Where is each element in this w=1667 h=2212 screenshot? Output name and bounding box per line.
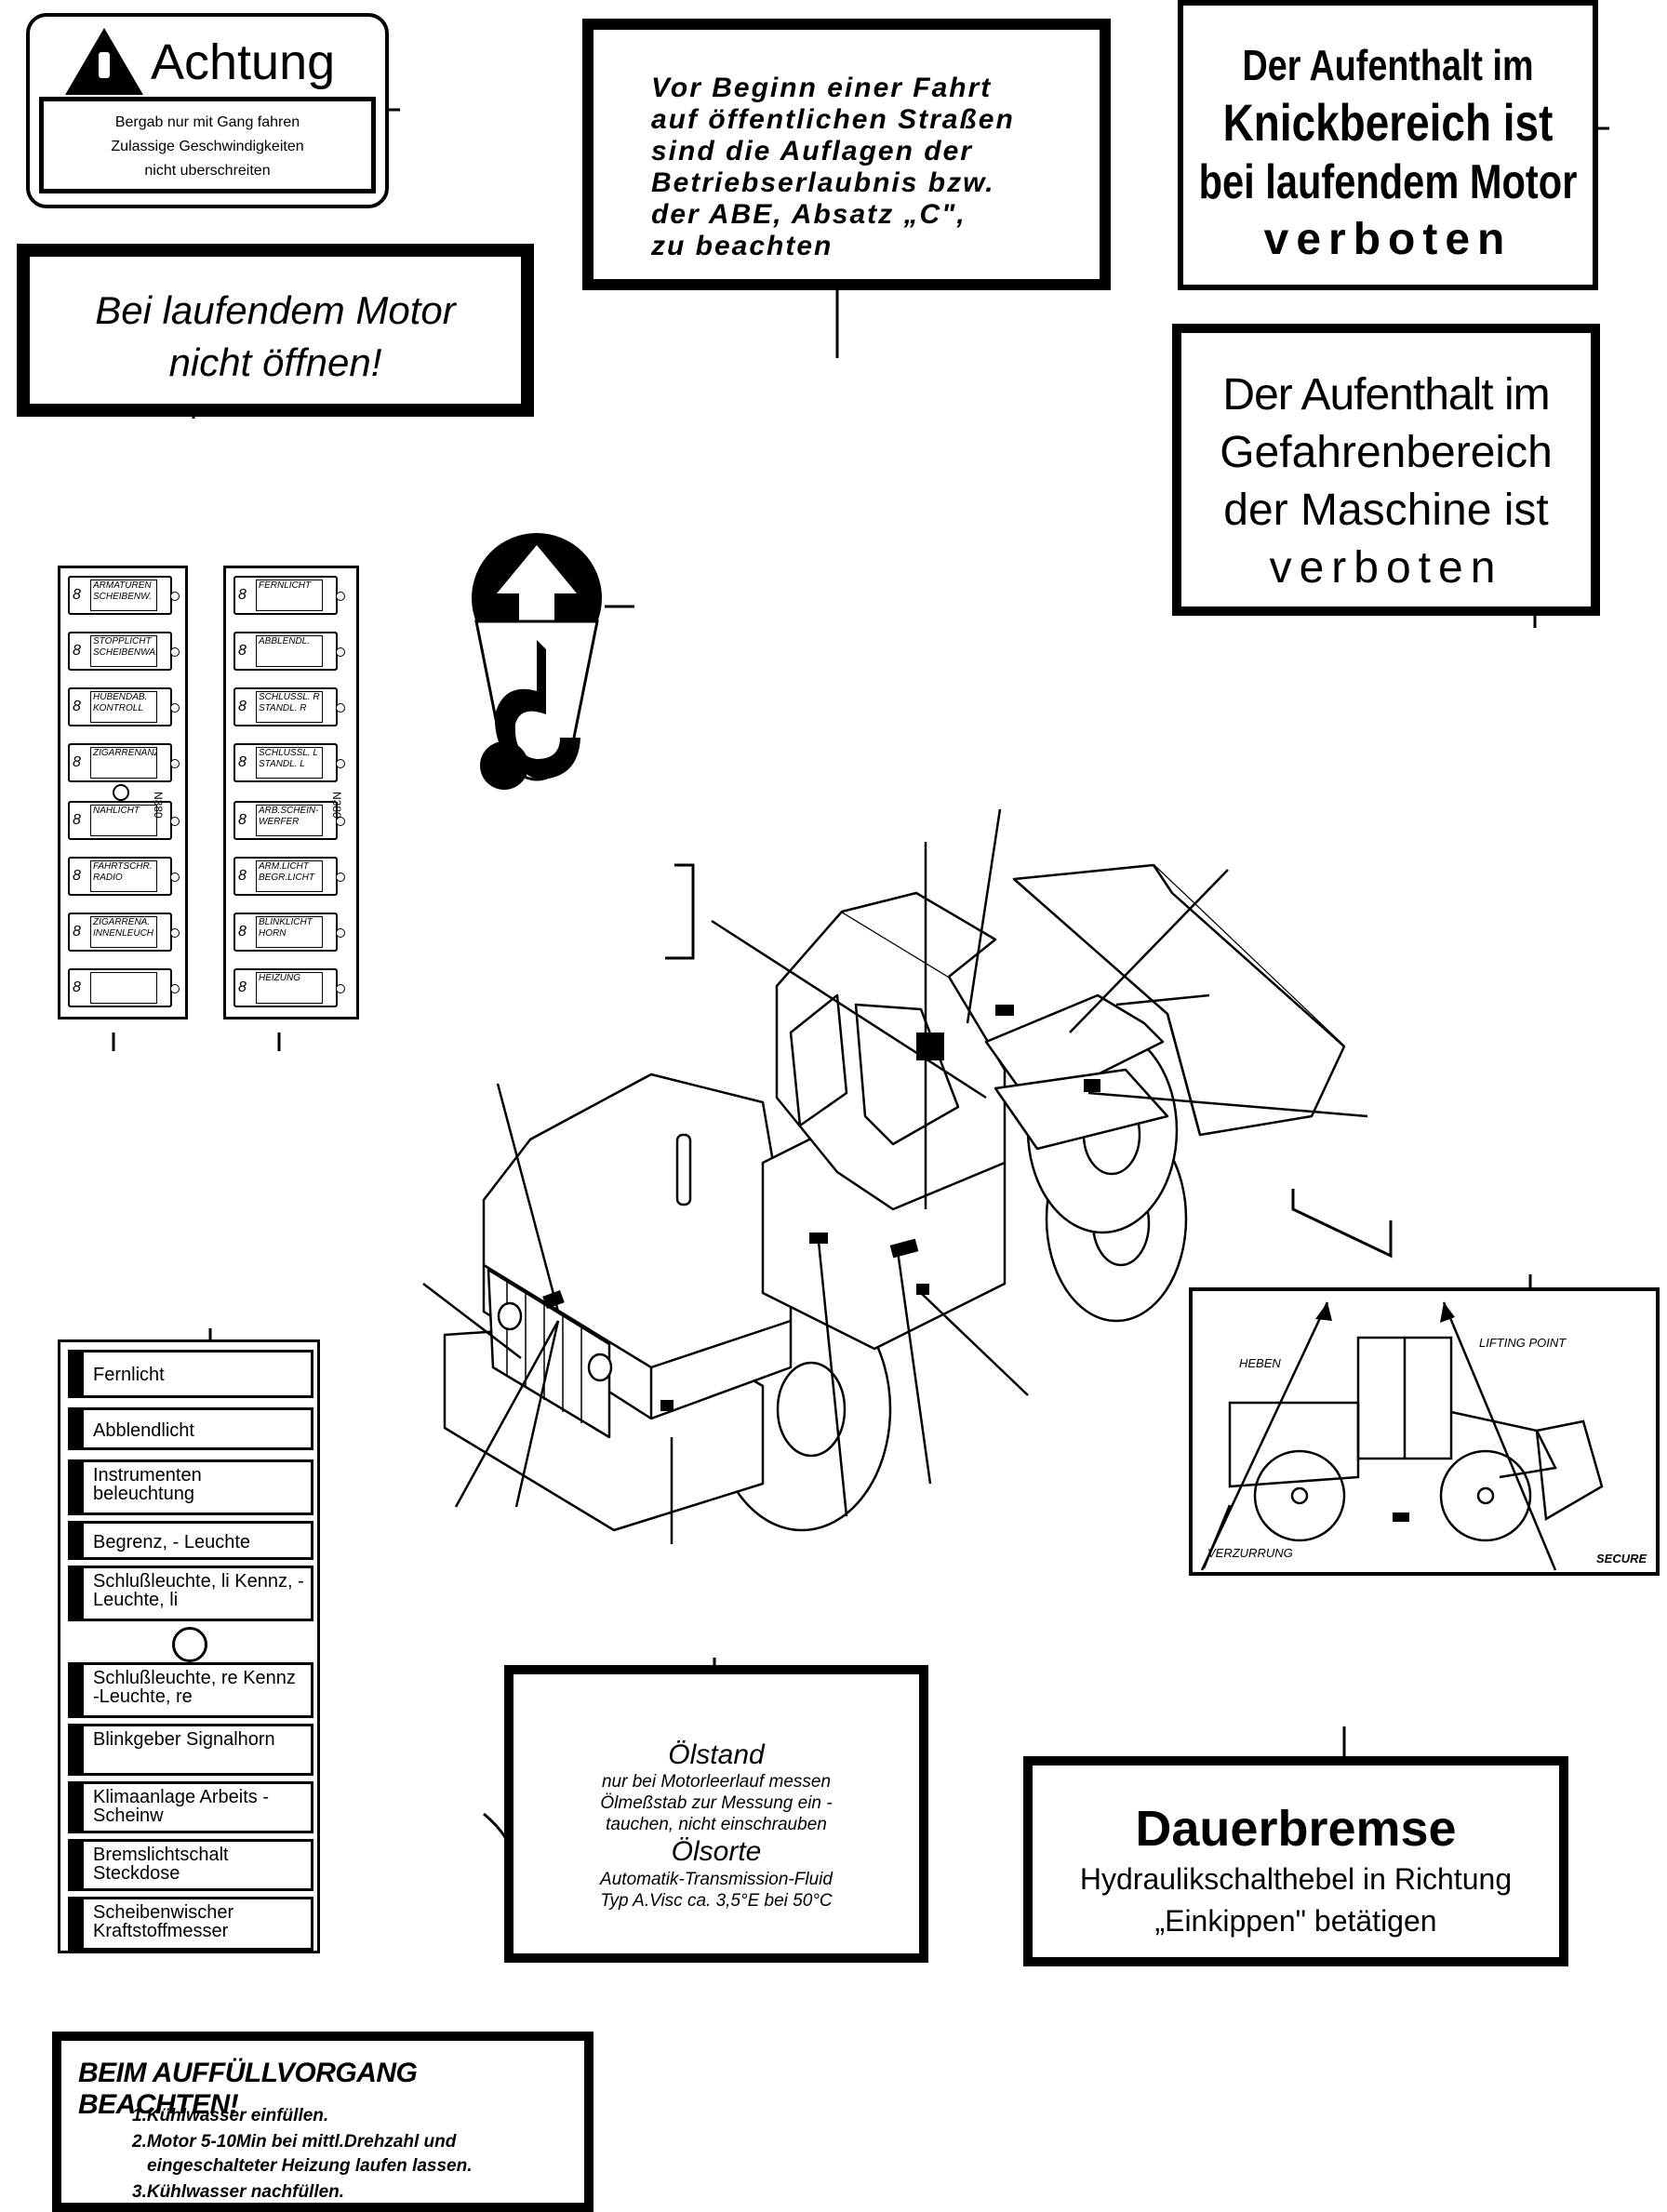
switch-label-7: Blinkgeber Signalhorn — [68, 1724, 313, 1776]
switch-label-1: Fernlicht — [68, 1350, 313, 1398]
lifting-point-diagram: HEBEN LIFTING POINT VERZURRUNG SECURE — [1189, 1287, 1660, 1576]
danger-zone-line-2: Gefahrenbereich — [1220, 428, 1553, 477]
achtung-line-3: nicht uberschreiten — [144, 163, 271, 179]
label-heben: HEBEN — [1239, 1356, 1281, 1370]
achtung-text-frame: Bergab nur mit Gang fahren Zulassige Ges… — [39, 97, 376, 193]
articulation-line-2: Knickbereich ist — [1222, 93, 1554, 152]
retarder-line-1: Hydraulikschalthebel in Richtung — [1079, 1862, 1513, 1896]
refill-step-2b: eingeschalteter Heizung laufen lassen. — [147, 2156, 473, 2176]
articulation-line-4: verboten — [1263, 215, 1513, 264]
oil-level-line-3: tauchen, nicht einschrauben — [606, 1815, 827, 1834]
motor-open-line-2: nicht öffnen! — [168, 340, 382, 384]
retarder-line-2: „Einkippen" betätigen — [1154, 1904, 1437, 1938]
refill-step-1: 1.Kühlwasser einfüllen. — [132, 2106, 329, 2125]
refill-step-3: 3.Kühlwasser nachfüllen. — [132, 2182, 345, 2202]
public-road-sign: Vor Beginn einer Fahrt auf öffentlichen … — [582, 19, 1111, 290]
public-road-line-3: sind die Auflagen der — [651, 136, 973, 167]
oil-level-line-1: nur bei Motorleerlauf messen — [601, 1772, 832, 1792]
switch-label-9: Bremslichtschalt Steckdose — [68, 1839, 313, 1891]
achtung-line-1: Bergab nur mit Gang fahren — [114, 114, 300, 130]
refill-procedure-sign: BEIM AUFFÜLLVORGANG BEACHTEN! 1.Kühlwass… — [52, 2032, 593, 2212]
retarder-sign: Dauerbremse Hydraulikschalthebel in Rich… — [1023, 1756, 1568, 1966]
switch-label-panel: Fernlicht Abblendlicht Instrumenten bele… — [58, 1339, 320, 1953]
lifting-hook-icon — [472, 533, 602, 790]
motor-open-sign: Bei laufendem Motor nicht öffnen! — [17, 244, 534, 417]
retarder-title: Dauerbremse — [1135, 1801, 1457, 1857]
refill-title: BEIM AUFFÜLLVORGANG BEACHTEN! — [78, 2058, 418, 2120]
label-secure: SECURE — [1596, 1552, 1647, 1566]
danger-zone-sign: Der Aufenthalt im Gefahrenbereich der Ma… — [1172, 324, 1600, 616]
motor-open-line-1: Bei laufendem Motor — [95, 288, 456, 332]
refill-step-2: 2.Motor 5-10Min bei mittl.Drehzahl und — [132, 2132, 457, 2152]
label-lifting-point: LIFTING POINT — [1479, 1336, 1567, 1350]
oil-level-sign: Ölstand nur bei Motorleerlauf messen Ölm… — [504, 1665, 928, 1963]
lift-hook-sign — [467, 528, 607, 798]
danger-zone-line-3: der Maschine ist — [1223, 486, 1549, 535]
danger-zone-line-1: Der Aufenthalt im — [1222, 370, 1550, 420]
public-road-line-2: auf öffentlichen Straßen — [651, 104, 1015, 135]
oil-type-line-2: Typ A.Visc ca. 3,5°E bei 50°C — [600, 1891, 833, 1911]
switch-label-4: Begrenz, - Leuchte — [68, 1521, 313, 1560]
articulation-zone-sign: Der Aufenthalt im Knickbereich ist bei l… — [1178, 0, 1598, 290]
fuse-left-hole — [113, 784, 129, 801]
oil-type-title: Ölsorte — [671, 1836, 762, 1867]
switch-label-8: Klimaanlage Arbeits - Scheinw — [68, 1781, 313, 1833]
articulation-line-3: bei laufendem Motor — [1198, 155, 1578, 209]
oil-type-line-1: Automatik-Transmission-Fluid — [600, 1870, 833, 1889]
label-verzurrung: VERZURRUNG — [1207, 1546, 1293, 1560]
switch-label-5: Schlußleuchte, li Kennz, - Leuchte, li — [68, 1566, 313, 1621]
switch-label-3: Instrumenten beleuchtung — [68, 1459, 313, 1515]
public-road-line-6: zu beachten — [651, 231, 834, 261]
switch-label-6: Schlußleuchte, re Kennz -Leuchte, re — [68, 1662, 313, 1718]
switch-label-10: Scheibenwischer Kraftstoffmesser — [68, 1897, 313, 1951]
achtung-sign: Achtung Bergab nur mit Gang fahren Zulas… — [26, 13, 389, 208]
achtung-line-2: Zulassige Geschwindigkeiten — [111, 139, 304, 154]
switch-panel-hole — [172, 1627, 207, 1662]
exclamation-icon — [99, 52, 110, 78]
oil-level-title: Ölstand — [668, 1739, 765, 1770]
lifting-loader-icon — [1200, 1301, 1604, 1571]
public-road-line-5: der ABE, Absatz „C", — [651, 199, 967, 230]
switch-label-2: Abblendlicht — [68, 1407, 313, 1450]
public-road-line-4: Betriebserlaubnis bzw. — [651, 167, 995, 198]
fuse-left-8: 8 — [68, 968, 180, 1007]
danger-zone-line-4: verboten — [1269, 543, 1503, 593]
public-road-line-1: Vor Beginn einer Fahrt — [651, 73, 993, 103]
oil-level-line-2: Ölmeßstab zur Messung ein - — [600, 1793, 833, 1813]
fuse-left-code: N380 — [152, 792, 165, 819]
fuse-right-code: N380 — [330, 792, 343, 819]
achtung-title: Achtung — [151, 34, 336, 90]
articulation-line-1: Der Aufenthalt im — [1242, 41, 1534, 89]
